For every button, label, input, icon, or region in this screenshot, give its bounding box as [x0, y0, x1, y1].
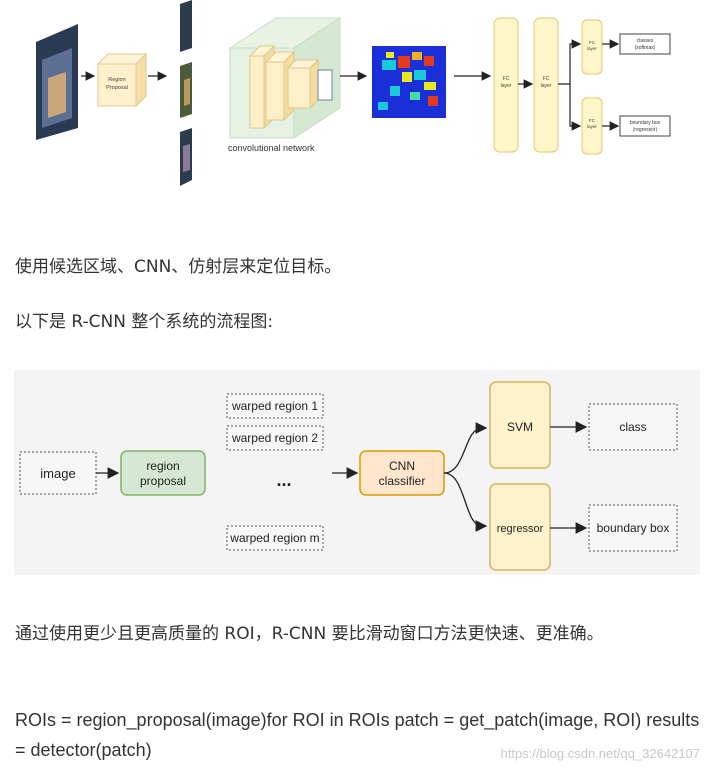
- svg-text:layer: layer: [541, 83, 552, 89]
- svg-text:layer: layer: [501, 83, 512, 89]
- rcnn-pipeline-figure: Region Proposal convolution: [14, 0, 700, 216]
- region-box-label-2: Proposal: [106, 85, 128, 91]
- svg-text:warped region m: warped region m: [229, 531, 319, 545]
- svg-text:(regressor): (regressor): [633, 127, 658, 133]
- feature-heatmap: [372, 46, 446, 118]
- svg-text:classes: classes: [637, 38, 654, 44]
- svg-text:FC: FC: [589, 40, 596, 45]
- svm-node: SVM: [489, 381, 551, 469]
- svg-text:region: region: [146, 459, 179, 473]
- fc-layer-1: FC layer: [493, 17, 519, 153]
- paragraph-1: 使用候选区域、CNN、仿射层来定位目标。: [15, 257, 342, 277]
- convnet-label: convolutional network: [228, 143, 315, 153]
- paragraph-3: 通过使用更少且更高质量的 ROI，R-CNN 要比滑动窗口方法更快速、更准确。: [15, 624, 604, 644]
- region-box-label-1: Region: [108, 77, 125, 83]
- rcnn-flowchart: image region proposal warped region 1 wa…: [14, 370, 700, 575]
- fc-layer-2: FC layer: [533, 17, 559, 153]
- svg-text:regressor: regressor: [497, 523, 544, 535]
- svg-text:image: image: [40, 466, 75, 481]
- warped-region-1-node: warped region 1: [226, 393, 324, 419]
- svg-text:SVM: SVM: [507, 420, 533, 434]
- input-photo: [36, 24, 78, 140]
- code-paragraph: ROIs = region_proposal(image)for ROI in …: [15, 710, 700, 760]
- svg-text:FC: FC: [589, 118, 596, 123]
- svg-text:FC: FC: [543, 76, 550, 82]
- rcnn-flowchart-svg: image region proposal warped region 1 wa…: [19, 381, 678, 571]
- svg-text:boundary box: boundary box: [597, 521, 670, 535]
- svg-text:warped region 1: warped region 1: [231, 399, 318, 413]
- image-node: image: [19, 451, 97, 495]
- svg-text:CNN: CNN: [389, 459, 415, 473]
- regressor-node: regressor: [489, 483, 551, 571]
- fc-layer-3: FC layer: [581, 19, 603, 75]
- region-proposal-node: region proposal: [120, 450, 206, 496]
- fc-layer-4: FC layer: [581, 97, 603, 155]
- svg-text:FC: FC: [503, 76, 510, 82]
- warped-region-2-node: warped region 2: [226, 425, 324, 451]
- warped-region-m-node: warped region m: [226, 525, 324, 551]
- svg-text:layer: layer: [587, 124, 597, 129]
- svg-text:(softmax): (softmax): [635, 45, 656, 51]
- ellipsis: ...: [276, 470, 291, 490]
- svg-text:classifier: classifier: [379, 474, 426, 488]
- svg-text:layer: layer: [587, 46, 597, 51]
- rcnn-pipeline-svg: Region Proposal convolution: [36, 0, 671, 186]
- bbox-output-box: boundary box (regressor): [619, 115, 671, 137]
- cnn-classifier-node: CNN classifier: [359, 450, 445, 496]
- svg-text:class: class: [619, 420, 646, 434]
- svg-text:warped region 2: warped region 2: [231, 431, 318, 445]
- boundary-box-node: boundary box: [588, 504, 678, 552]
- region-proposal-cube: Region Proposal: [96, 52, 148, 108]
- paragraph-2: 以下是 R-CNN 整个系统的流程图:: [15, 312, 274, 332]
- classes-output-box: classes (softmax): [619, 33, 671, 55]
- conv-network: convolutional network: [228, 17, 342, 153]
- cropped-regions: [180, 0, 192, 186]
- svg-text:proposal: proposal: [140, 474, 186, 488]
- watermark: https://blog.csdn.net/qq_32642107: [500, 746, 701, 761]
- class-node: class: [588, 403, 678, 451]
- svg-text:boundary box: boundary box: [630, 120, 661, 126]
